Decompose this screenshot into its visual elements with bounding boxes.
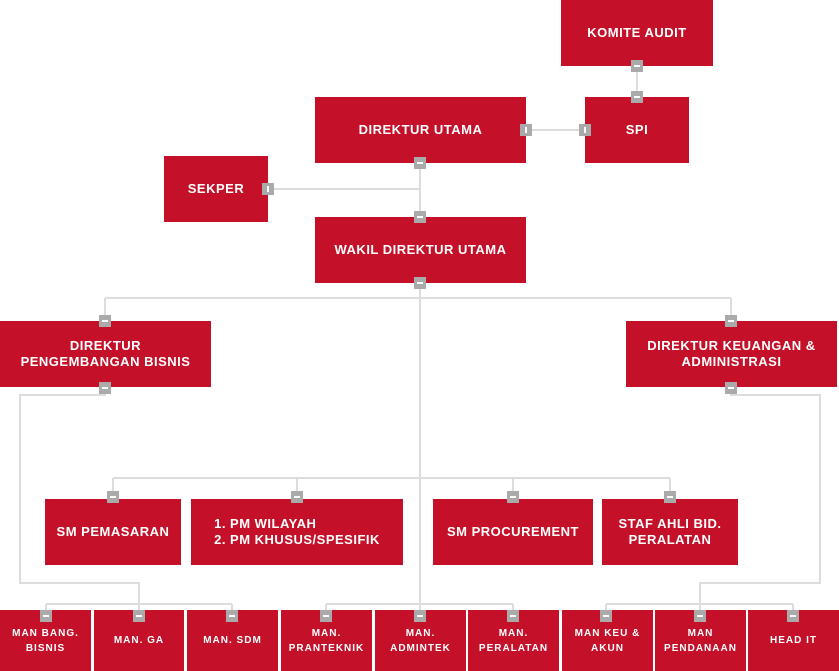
collapse-icon[interactable] (600, 610, 612, 622)
node-pm[interactable]: 1. PM WILAYAH 2. PM KHUSUS/SPESIFIK (191, 499, 403, 565)
collapse-icon[interactable] (414, 277, 426, 289)
collapse-icon[interactable] (725, 382, 737, 394)
node-wakil-direktur-utama[interactable]: WAKIL DIREKTUR UTAMA (315, 217, 526, 283)
node-direktur-utama[interactable]: DIREKTUR UTAMA (315, 97, 526, 163)
collapse-icon[interactable] (664, 491, 676, 503)
collapse-icon[interactable] (414, 610, 426, 622)
node-sm-pemasaran[interactable]: SM PEMASARAN (45, 499, 181, 565)
node-staf-ahli[interactable]: STAF AHLI BID. PERALATAN (602, 499, 738, 565)
node-man-admintek[interactable]: MAN. ADMINTEK (375, 610, 466, 671)
collapse-icon[interactable] (133, 610, 145, 622)
collapse-icon[interactable] (226, 610, 238, 622)
collapse-icon[interactable] (320, 610, 332, 622)
node-komite-audit[interactable]: KOMITE AUDIT (561, 0, 713, 66)
collapse-icon[interactable] (579, 124, 591, 136)
collapse-icon[interactable] (262, 183, 274, 195)
collapse-icon[interactable] (414, 157, 426, 169)
collapse-icon[interactable] (414, 211, 426, 223)
node-direktur-pengembangan-bisnis[interactable]: DIREKTUR PENGEMBANGAN BISNIS (0, 321, 211, 387)
collapse-icon[interactable] (631, 91, 643, 103)
collapse-icon[interactable] (99, 315, 111, 327)
collapse-icon[interactable] (107, 491, 119, 503)
collapse-icon[interactable] (725, 315, 737, 327)
collapse-icon[interactable] (507, 610, 519, 622)
collapse-icon[interactable] (631, 60, 643, 72)
collapse-icon[interactable] (291, 491, 303, 503)
node-sekper[interactable]: SEKPER (164, 156, 268, 222)
node-sm-procurement[interactable]: SM PROCUREMENT (433, 499, 593, 565)
collapse-icon[interactable] (99, 382, 111, 394)
node-direktur-keuangan[interactable]: DIREKTUR KEUANGAN & ADMINISTRASI (626, 321, 837, 387)
node-spi[interactable]: SPI (585, 97, 689, 163)
collapse-icon[interactable] (40, 610, 52, 622)
collapse-icon[interactable] (787, 610, 799, 622)
collapse-icon[interactable] (520, 124, 532, 136)
collapse-icon[interactable] (694, 610, 706, 622)
collapse-icon[interactable] (507, 491, 519, 503)
